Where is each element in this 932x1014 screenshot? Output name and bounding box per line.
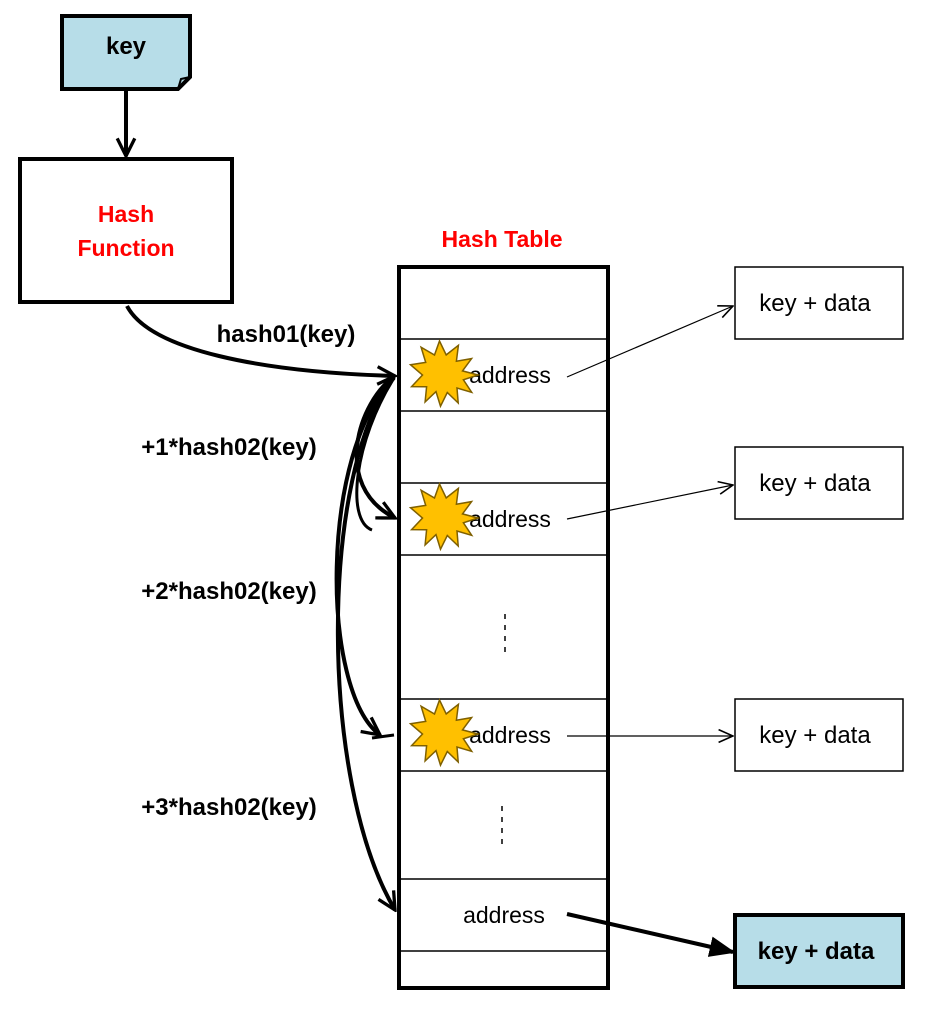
label-step1: +1*hash02(key) [141, 434, 316, 461]
record-box-2: key + data [734, 446, 904, 520]
slot-address-4: address [463, 902, 545, 928]
step2-probe-tail [371, 733, 395, 740]
address-to-record-1-arrow [566, 306, 733, 378]
step2-probe-arrow [334, 376, 396, 735]
record-2-label: key + data [759, 470, 871, 497]
hash01-probe-arrow [125, 305, 395, 376]
address-to-record-2-arrow [566, 485, 733, 520]
hash-table-title: Hash Table [442, 226, 563, 252]
hash-function-line1: Hash [98, 201, 154, 227]
record-1-label: key + data [759, 290, 871, 317]
label-step2: +2*hash02(key) [141, 578, 316, 605]
record-box-1: key + data [734, 266, 904, 340]
hash-function-line2: Function [77, 235, 174, 261]
address-to-record-4-arrow [566, 912, 736, 957]
probe-arrow-bundle [355, 377, 396, 532]
key-label: key [106, 33, 147, 60]
record-4-label: key + data [758, 938, 875, 965]
key-box: key [60, 14, 192, 91]
slot-address-2: address [469, 506, 551, 532]
record-box-4-highlighted: key + data [733, 913, 905, 989]
slot-address-1: address [469, 362, 551, 388]
collision-burst-icon [408, 698, 481, 768]
label-hash01: hash01(key) [217, 321, 356, 348]
collision-burst-icon [408, 339, 481, 409]
record-box-3: key + data [734, 698, 904, 772]
collision-burst-icon [408, 482, 481, 552]
slot-address-3: address [469, 722, 551, 748]
step3-probe-arrow [335, 375, 395, 910]
label-step3: +3*hash02(key) [141, 794, 316, 821]
record-3-label: key + data [759, 722, 871, 749]
hash-function-box: Hash Function [18, 157, 234, 304]
